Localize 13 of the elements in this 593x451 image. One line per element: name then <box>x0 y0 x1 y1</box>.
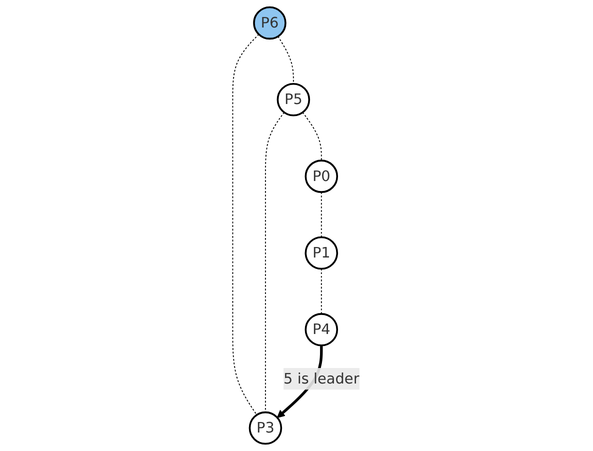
connector <box>321 268 322 314</box>
node-circle: P3 <box>249 411 283 445</box>
connector <box>278 36 294 84</box>
connector <box>302 112 322 162</box>
connector <box>232 34 260 416</box>
connector <box>321 192 322 238</box>
connector <box>265 112 286 413</box>
node-circle: P0 <box>305 160 339 193</box>
node-circle: P6 <box>254 6 287 40</box>
node-circle: P4 <box>305 313 339 346</box>
node-circle: P1 <box>305 236 339 270</box>
edge-label: 5 is leader <box>284 370 360 387</box>
node-circle: P5 <box>277 83 311 116</box>
